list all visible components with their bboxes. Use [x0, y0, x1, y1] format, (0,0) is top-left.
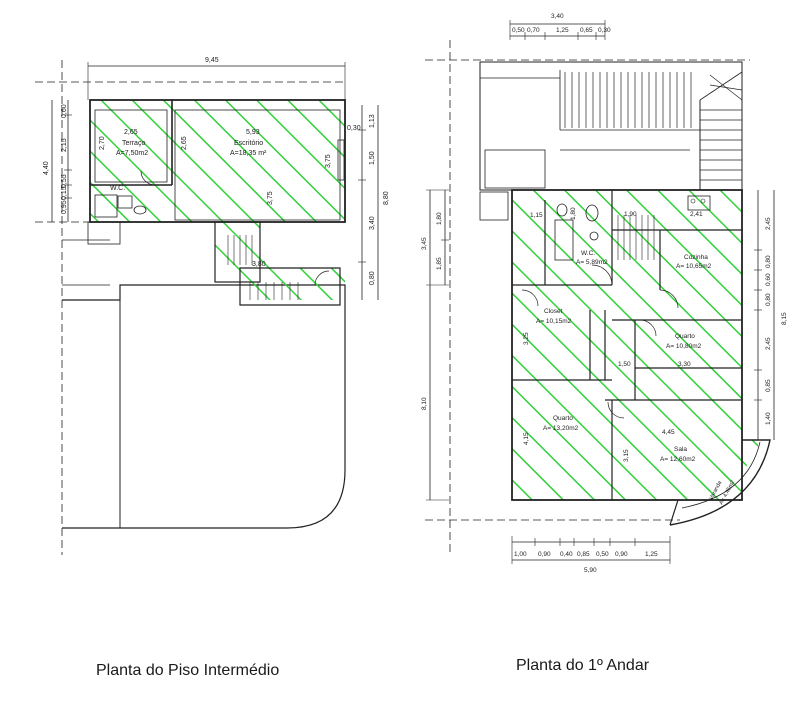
right-dim-d: 0,80 [765, 293, 772, 306]
right-dim-g: 1,40 [765, 412, 772, 425]
left-dim-5: 0,15 [61, 186, 68, 200]
inner-dim-b: 1,80 [570, 207, 577, 220]
bottom-total-dim: 5,90 [584, 567, 597, 574]
right-dim-5: 0,80 [369, 271, 376, 285]
top-dim-3: 1,25 [556, 27, 569, 34]
escritorio-name: Escritório [234, 140, 263, 147]
right-dim-4: 3,40 [369, 216, 376, 230]
left-dim-2: 0,60 [61, 104, 68, 118]
bottom-dim-3: 0,40 [560, 551, 573, 558]
left-dim-d: 8,10 [421, 397, 428, 410]
escritorio-side: 2,65 [181, 136, 188, 150]
inner-dim-a: 1,15 [530, 212, 543, 219]
top-dim-4: 0,65 [580, 27, 593, 34]
cozinha-name: Cozinha [684, 254, 708, 261]
inner-dim-i: 3,15 [623, 449, 630, 462]
inner-dim-j: 1,50 [618, 361, 631, 368]
top-dim-5: 0,30 [598, 27, 611, 34]
escritorio-area: A=18,35 m² [230, 150, 267, 157]
right-dim-c: 0,60 [765, 273, 772, 286]
wc-name: W.C. [110, 185, 125, 192]
right-plan-caption: Planta do 1º Andar [516, 657, 650, 674]
left-overall-width: 9,45 [205, 57, 219, 64]
closet-area: A= 10,15m2 [536, 318, 572, 325]
right-dim-e: 2,45 [765, 337, 772, 350]
left-dim-b: 1,80 [436, 212, 443, 225]
right-dim-b: 0,80 [765, 255, 772, 268]
bottom-dim-2: 0,90 [538, 551, 551, 558]
top-total-dim: 3,40 [551, 13, 564, 20]
right-dim-3: 1,50 [369, 151, 376, 165]
top-dim-2: 0,70 [527, 27, 540, 34]
left-plan-caption: Planta do Piso Intermédio [96, 662, 280, 679]
wc-room-area: A= 5,89m2 [576, 259, 608, 266]
cozinha-area: A= 10,65m2 [676, 263, 712, 270]
inner-dim-1: 3,75 [325, 154, 332, 168]
inner-dim-f: 3,30 [678, 361, 691, 368]
left-dim-a: 3,45 [421, 237, 428, 250]
inner-dim-2: 3,75 [267, 191, 274, 205]
left-dim-3: 2,15 [61, 138, 68, 152]
bottom-dim-1: 1,00 [514, 551, 527, 558]
bottom-dim-7: 1,25 [645, 551, 658, 558]
terraco-area: A=7,50m2 [116, 150, 148, 157]
quarto-1-name: Quarto [675, 333, 695, 340]
terraco-side: 2,70 [99, 136, 106, 150]
right-dim-h: 8,15 [781, 312, 788, 325]
right-dim-2: 1,13 [369, 114, 376, 128]
right-dim-6: 8,80 [383, 191, 390, 205]
left-dim-1: 4,40 [43, 161, 50, 175]
left-dim-6: 0,95 [61, 200, 68, 214]
inner-dim-c: 1,90 [624, 211, 637, 218]
right-dim-1: 0,30 [347, 125, 361, 132]
terraco-name: Terraço [122, 140, 145, 147]
inner-dim-d: 2,41 [690, 211, 703, 218]
right-dim-f: 0,85 [765, 379, 772, 392]
bottom-dim-4: 0,85 [577, 551, 590, 558]
wc-room-name: W.C. [581, 250, 595, 257]
inner-dim-g: 4,45 [662, 429, 675, 436]
bottom-dim-5: 0,50 [596, 551, 609, 558]
bottom-dim-6: 0,90 [615, 551, 628, 558]
terraco-dim: 2,65 [124, 129, 138, 136]
right-plan-labels: 3,40 0,50 0,70 1,25 0,65 0,30 1,00 0,90 … [421, 13, 788, 574]
inner-dim-e: 3,25 [523, 332, 530, 345]
right-floor-plan [425, 20, 775, 564]
escritorio-dim: 5,93 [246, 129, 260, 136]
inner-dim-h: 4,15 [523, 432, 530, 445]
closet-name: Closet [544, 308, 563, 315]
left-dim-c: 1,85 [436, 257, 443, 270]
sala-area: A= 12,60m2 [660, 456, 696, 463]
left-plan-labels: 9,45 2,65 Terraço A=7,50m2 5,93 Escritór… [43, 57, 390, 285]
inner-dim-3: 3,80 [252, 261, 266, 268]
top-dim-1: 0,50 [512, 27, 525, 34]
quarto-2-name: Quarto [553, 415, 573, 422]
quarto-2-area: A= 13,20m2 [543, 425, 579, 432]
left-dim-4: 0,55 [61, 174, 68, 188]
left-floor-plan [35, 60, 379, 555]
right-dim-a: 2,45 [765, 217, 772, 230]
quarto-1-area: A= 10,80m2 [666, 343, 702, 350]
sala-name: Sala [674, 446, 687, 453]
